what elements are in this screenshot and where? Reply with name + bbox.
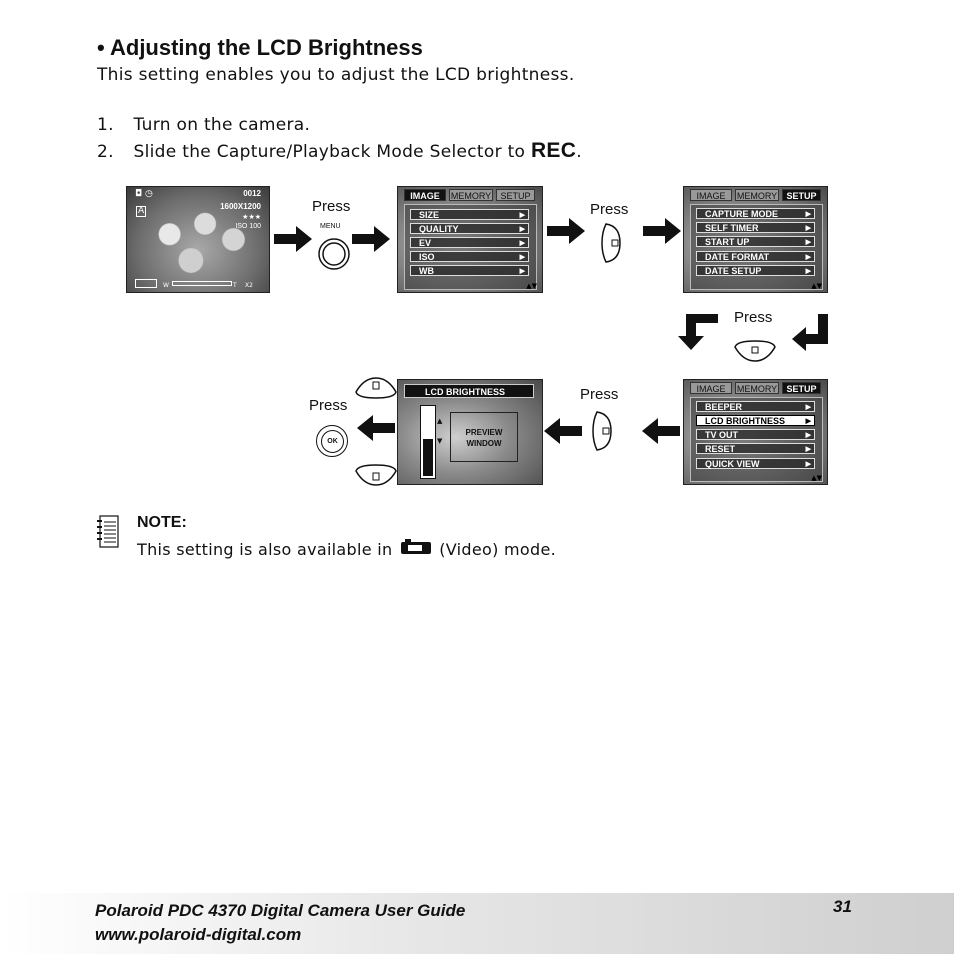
menu-item-wb[interactable]: WB▶	[410, 265, 529, 276]
scroll-arrows-icon: ▲▼	[526, 282, 537, 290]
arrow-right-icon	[643, 218, 681, 244]
step-1-text: Turn on the camera.	[133, 115, 311, 135]
menu-item-date-format[interactable]: DATE FORMAT▶	[696, 251, 815, 262]
menu-item-ev[interactable]: EV▶	[410, 237, 529, 248]
arrow-left-icon	[357, 415, 395, 441]
scroll-arrows-icon: ▲▼	[811, 474, 822, 482]
preview-label-line2: WINDOW	[466, 439, 502, 448]
section-heading: • Adjusting the LCD Brightness	[97, 35, 423, 60]
step-1-number: 1.	[97, 115, 114, 135]
note-title: NOTE:	[137, 514, 187, 531]
right-button-icon[interactable]	[591, 410, 615, 452]
tab-image: IMAGE	[404, 189, 446, 201]
footer-url: www.polaroid-digital.com	[95, 925, 302, 944]
down-button-icon[interactable]	[733, 339, 777, 363]
footer-title: Polaroid PDC 4370 Digital Camera User Gu…	[95, 901, 466, 920]
right-button-icon[interactable]	[600, 222, 624, 264]
shot-counter: 0012	[243, 189, 261, 198]
down-button-icon[interactable]	[354, 463, 398, 487]
level-down-icon: ▼	[437, 437, 443, 445]
brightness-level-fill	[423, 439, 433, 476]
arrow-right-icon	[274, 226, 312, 252]
up-button-icon[interactable]	[354, 376, 398, 400]
press-label-5: Press	[309, 397, 348, 414]
iso-label: ISO 100	[235, 223, 261, 230]
menu-item-tv-out[interactable]: TV OUT▶	[696, 429, 815, 440]
resolution-label: 1600X1200	[220, 202, 261, 211]
arrow-right-icon	[352, 226, 390, 252]
menu-item-beeper[interactable]: BEEPER▶	[696, 401, 815, 412]
page-footer: Polaroid PDC 4370 Digital Camera User Gu…	[0, 893, 954, 954]
tab-setup: SETUP	[782, 189, 821, 201]
notepad-icon	[97, 515, 119, 548]
arrow-left-icon	[544, 418, 582, 444]
zoom-bar	[172, 281, 232, 286]
camera-mode-icon: ◘ ◷	[135, 189, 153, 199]
setup-menu-screen-2: IMAGE MEMORY SETUP BEEPER▶ LCD BRIGHTNES…	[683, 379, 828, 485]
brightness-slider[interactable]	[420, 405, 436, 479]
press-label-1: Press	[312, 198, 351, 215]
arrow-left-icon	[642, 418, 680, 444]
preview-label-line1: PREVIEW	[465, 428, 503, 437]
auto-mode-icon: A	[136, 206, 147, 217]
screen-title: LCD BRIGHTNESS	[404, 384, 534, 398]
arrow-right-icon	[547, 218, 585, 244]
menu-item-capture-mode[interactable]: CAPTURE MODE▶	[696, 208, 815, 219]
note-text: This setting is also available in (Video…	[137, 538, 556, 559]
note-text-before: This setting is also available in	[137, 540, 393, 559]
menu-item-self-timer[interactable]: SELF TIMER▶	[696, 222, 815, 233]
setup-menu-screen-1: IMAGE MEMORY SETUP CAPTURE MODE▶ SELF TI…	[683, 186, 828, 293]
menu-item-start-up[interactable]: START UP▶	[696, 236, 815, 247]
arrow-bend-left-icon	[792, 314, 828, 351]
press-label-3: Press	[734, 309, 773, 326]
press-label-2: Press	[590, 201, 629, 218]
page-number: 31	[833, 897, 852, 916]
tab-memory: MEMORY	[449, 189, 493, 201]
tab-memory: MEMORY	[735, 382, 779, 394]
tab-setup: SETUP	[782, 382, 821, 394]
battery-icon	[135, 279, 157, 288]
step-1: 1. Turn on the camera.	[97, 115, 310, 135]
scroll-arrows-icon: ▲▼	[811, 282, 822, 290]
zoom-factor-label: X2	[245, 282, 253, 289]
menu-item-date-setup[interactable]: DATE SETUP▶	[696, 265, 815, 276]
lcd-brightness-screen: LCD BRIGHTNESS ▲ ▼ PREVIEW WINDOW	[397, 379, 543, 485]
level-up-icon: ▲	[437, 417, 443, 425]
tab-image: IMAGE	[690, 382, 732, 394]
rec-label: REC	[530, 139, 577, 162]
image-menu-screen: IMAGE MEMORY SETUP SIZE▶ QUALITY▶ EV▶ IS…	[397, 186, 543, 293]
step-2-number: 2.	[97, 142, 114, 162]
video-mode-icon	[400, 539, 431, 554]
camera-preview-screen: ◘ ◷ A 0012 1600X1200 ★★★ ISO 100 W T X2	[126, 186, 270, 293]
zoom-wide-label: W	[163, 282, 169, 289]
menu-button[interactable]	[317, 237, 351, 271]
note-text-after: (Video) mode.	[439, 540, 557, 559]
menu-item-quick-view[interactable]: QUICK VIEW▶	[696, 458, 815, 469]
ok-button-label: OK	[321, 430, 344, 453]
step-2-tail: .	[576, 142, 582, 162]
intro-text: This setting enables you to adjust the L…	[97, 65, 575, 85]
step-2: 2. Slide the Capture/Playback Mode Selec…	[97, 139, 582, 163]
menu-item-quality[interactable]: QUALITY▶	[410, 223, 529, 234]
tab-memory: MEMORY	[735, 189, 779, 201]
step-2-text: Slide the Capture/Playback Mode Selector…	[133, 142, 531, 162]
menu-item-lcd-brightness[interactable]: LCD BRIGHTNESS▶	[696, 415, 815, 426]
arrow-bend-down-icon	[678, 314, 718, 350]
menu-button-label: MENU	[320, 223, 341, 230]
ok-button[interactable]: OK	[316, 425, 348, 457]
zoom-tele-label: T	[233, 282, 237, 289]
tab-setup: SETUP	[496, 189, 535, 201]
menu-item-size[interactable]: SIZE▶	[410, 209, 529, 220]
press-label-4: Press	[580, 386, 619, 403]
menu-item-reset[interactable]: RESET▶	[696, 443, 815, 454]
preview-window: PREVIEW WINDOW	[450, 412, 518, 462]
menu-item-iso[interactable]: ISO▶	[410, 251, 529, 262]
quality-stars: ★★★	[242, 213, 261, 221]
tab-image: IMAGE	[690, 189, 732, 201]
